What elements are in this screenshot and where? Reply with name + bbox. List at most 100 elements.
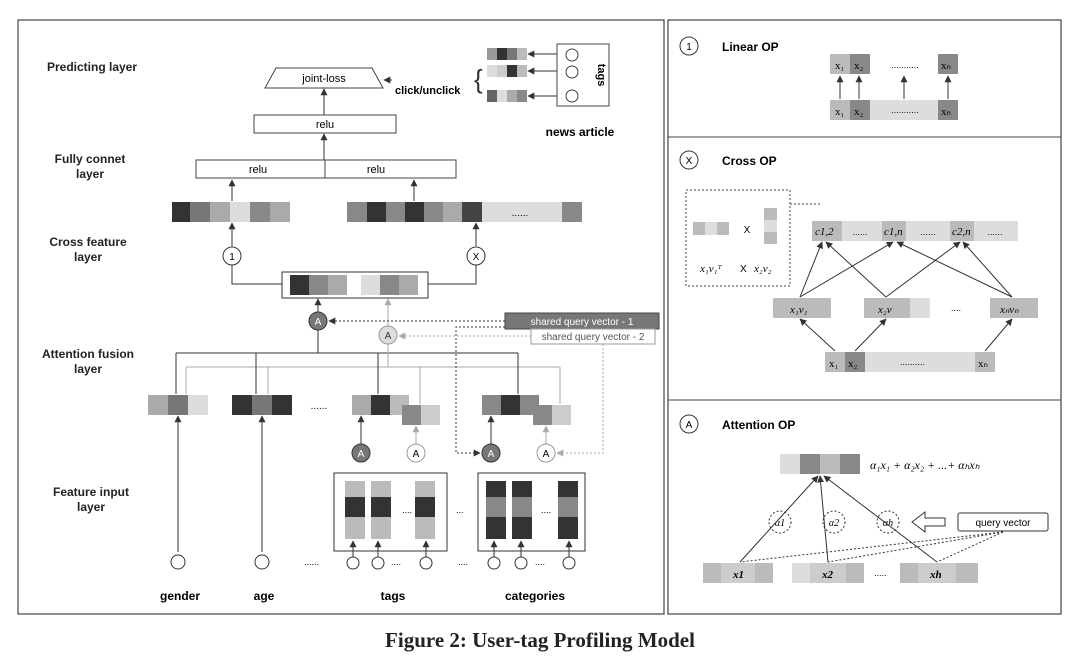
tags-attention-symbol-1: A [358, 449, 365, 460]
attention-alpha-circles [768, 510, 900, 534]
attention-op-title-circle [679, 414, 699, 434]
attention-alpha-h: αh [883, 518, 893, 529]
svg-text:x₁: x₁ [829, 358, 839, 370]
figure-caption: Figure 2: User-tag Profiling Model [385, 628, 695, 652]
input-ellipsis-1: ...... [304, 557, 319, 567]
gender-embedding [148, 395, 208, 415]
attention-input-x2: x2 [821, 569, 834, 581]
input-ellipsis-4: .... [535, 557, 545, 567]
tags-input-columns [345, 481, 435, 539]
cross-output-vector [812, 221, 1018, 241]
linear-output-dots: ........... [891, 60, 919, 70]
cross-vector-right [347, 202, 582, 222]
label-attention-fusion-1: Attention fusion [42, 347, 134, 361]
svg-text:x₁: x₁ [835, 106, 845, 118]
cross-op-symbol: X [473, 252, 480, 263]
input-ellipsis-2: .... [391, 557, 401, 567]
embedding-ellipsis: ...... [311, 401, 328, 412]
categories-attention-circle-1 [481, 443, 501, 463]
attention-input-x1: x1 [732, 569, 744, 581]
attention-formula: α₁x₁ + α₂x₂ + ...+ αₕxₕ [870, 458, 980, 472]
attention-input-dots: ..... [874, 568, 887, 578]
attention-op-symbol-2: A [385, 331, 392, 342]
cross-op-title: Cross OP [722, 154, 777, 168]
label-predicting-layer: Predicting layer [47, 60, 137, 74]
label-fully-connect-1: Fully connet [55, 152, 126, 166]
tags-columns-ellipsis: .... [402, 505, 412, 515]
categories-attention-symbol-1: A [488, 449, 495, 460]
svg-text:x₂: x₂ [854, 60, 864, 72]
cross-op-title-circle [679, 150, 699, 170]
attention-op-symbol-1: A [315, 317, 322, 328]
article-vector-2 [487, 65, 527, 77]
attention-alpha-2: α2 [829, 518, 839, 529]
cross-detail-times: X [744, 225, 751, 236]
linear-op-symbol: 1 [229, 252, 235, 263]
cross-formula-times: X [740, 264, 747, 275]
tags-attention-symbol-2: A [413, 449, 420, 460]
cross-op-title-symbol: X [686, 156, 693, 167]
feature-label-tags: tags [381, 589, 406, 603]
linear-op-title-circle [679, 36, 699, 56]
linear-op-title: Linear OP [722, 40, 779, 54]
linear-op-title-symbol: 1 [686, 42, 692, 53]
label-feature-input-1: Feature input [53, 485, 129, 499]
svg-text:xₙ: xₙ [941, 106, 951, 118]
article-vector-3 [487, 90, 527, 102]
cross-dots-2: ...... [920, 227, 935, 237]
categories-embedding [482, 395, 571, 425]
cross-detail-column-vector [764, 208, 777, 244]
query-vector-label: query vector [975, 518, 1031, 529]
cross-input-vector: x₁ x₂ xₙ [825, 352, 995, 372]
feature-label-gender: gender [160, 589, 200, 603]
attention-alpha-1: α1 [775, 518, 785, 529]
label-cross-feature-1: Cross feature [49, 235, 127, 249]
top-relu-label: relu [316, 119, 334, 131]
tags-vertical-label: tags [595, 64, 607, 87]
cross-xvn: xₙvₙ [999, 304, 1019, 316]
input-node-arrows [349, 540, 573, 557]
feature-label-categories: categories [505, 589, 565, 603]
attention-input-xh: xh [929, 569, 942, 581]
cross-detail-row-vector [693, 222, 729, 235]
feature-label-age: age [254, 589, 275, 603]
shared-query-vector-1-label: shared query vector - 1 [531, 317, 634, 328]
label-fully-connect-2: layer [76, 167, 104, 181]
cross-input-dots: .......... [900, 357, 925, 367]
cross-formula-right: x₂v₂ [753, 263, 772, 275]
cross-middle-vectors [773, 298, 1038, 318]
categories-input-columns [486, 481, 578, 539]
cross-vector-ellipsis: ...... [512, 208, 529, 219]
categories-attention-symbol-2: A [543, 449, 550, 460]
cross-c2n: c2,n [952, 226, 971, 238]
svg-text:x₂: x₂ [848, 358, 858, 370]
tags-attention-circle-2 [406, 443, 426, 463]
label-feature-input-2: layer [77, 500, 105, 514]
attention-op-title: Attention OP [722, 418, 795, 432]
fused-vector [290, 275, 418, 295]
cross-middle-dots: .... [951, 303, 961, 313]
article-vector-1 [487, 48, 527, 60]
cross-formula-left: x₁v₁ᵀ [699, 263, 722, 275]
cross-c1n: c1,n [884, 226, 903, 238]
relu-box [195, 159, 457, 179]
categories-attention-circle-2 [536, 443, 556, 463]
hollow-arrow-icon [911, 510, 946, 534]
svg-text:xₙ: xₙ [978, 358, 988, 370]
svg-text:x₁: x₁ [835, 60, 845, 72]
categories-columns-ellipsis: .... [541, 505, 551, 515]
attention-input-vectors [703, 563, 978, 583]
attention-op-title-symbol: A [686, 420, 693, 431]
cross-c12: c1,2 [815, 226, 834, 238]
tags-attention-circle-1 [351, 443, 371, 463]
tags-embedding [352, 395, 440, 425]
top-relu-box [253, 114, 397, 134]
click-unclick-label: click/unclick [395, 85, 461, 97]
joint-loss-box [264, 67, 384, 89]
relu-label-left: relu [249, 164, 267, 176]
cross-xv1: x₁v₁ [789, 304, 808, 316]
linear-input-dots: ........... [891, 105, 919, 115]
news-article-label: news article [546, 125, 615, 139]
